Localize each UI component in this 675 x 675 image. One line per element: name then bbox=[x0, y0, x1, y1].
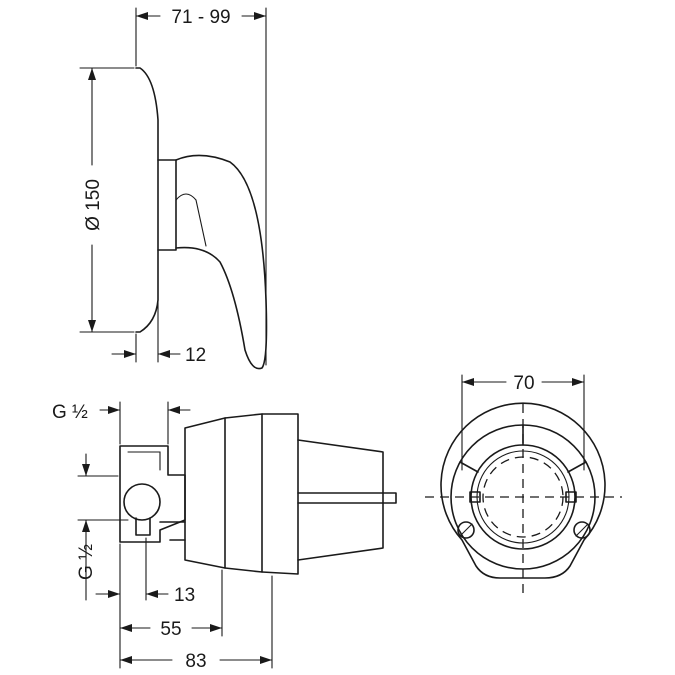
dim-inlet-top: G ½ bbox=[52, 402, 88, 423]
front-view: 70 bbox=[425, 373, 622, 596]
screw-hole-right bbox=[573, 521, 591, 539]
dim-arrow bbox=[88, 68, 96, 80]
side-view: 71 - 99 Ø 150 12 bbox=[79, 7, 268, 370]
dim-arrow bbox=[108, 590, 120, 598]
dim-arrow bbox=[254, 12, 266, 20]
screw-slot bbox=[575, 523, 589, 537]
dim-arrow bbox=[88, 320, 96, 332]
dim-arrow bbox=[462, 378, 474, 386]
body-detail bbox=[127, 451, 161, 471]
inlet-circle bbox=[123, 483, 161, 521]
spoke bbox=[567, 461, 587, 473]
dim-arrow bbox=[124, 350, 136, 358]
dim-arrow bbox=[210, 624, 222, 632]
ring-1 bbox=[184, 417, 226, 569]
dim-arrow bbox=[260, 656, 272, 664]
dim-diameter: Ø 150 bbox=[83, 179, 104, 231]
dim-arrow bbox=[82, 464, 90, 476]
plate-face bbox=[157, 159, 177, 251]
lever-handle bbox=[175, 154, 268, 370]
dim-plate-thickness: 12 bbox=[185, 345, 206, 366]
section-view: G ½ G ½ 13 55 83 bbox=[52, 401, 397, 672]
dim-arrow bbox=[572, 378, 584, 386]
spoke bbox=[459, 461, 479, 473]
rear-housing bbox=[297, 439, 384, 561]
ring-3 bbox=[261, 413, 299, 575]
dim-offset-55: 55 bbox=[160, 619, 181, 640]
lever-edge bbox=[175, 193, 207, 247]
dim-arrow bbox=[108, 406, 120, 414]
dim-depth-range: 71 - 99 bbox=[171, 7, 230, 28]
dim-arrow bbox=[168, 406, 180, 414]
screw-slot bbox=[459, 523, 473, 537]
valve-body bbox=[119, 445, 186, 543]
dim-inlet-side: G ½ bbox=[76, 544, 97, 580]
dim-overall-83: 83 bbox=[185, 651, 206, 672]
outer-housing bbox=[440, 402, 606, 579]
dim-width-70: 70 bbox=[513, 373, 534, 394]
dim-arrow bbox=[120, 624, 132, 632]
dim-arrow bbox=[82, 520, 90, 532]
ring-2 bbox=[224, 413, 263, 573]
screw-hole-left bbox=[457, 521, 475, 539]
inlet-stem bbox=[135, 517, 151, 536]
dim-offset-13: 13 bbox=[174, 585, 195, 606]
dim-arrow bbox=[136, 12, 148, 20]
spindle bbox=[297, 492, 397, 504]
wall-plate-profile bbox=[135, 67, 159, 333]
dim-arrow bbox=[120, 656, 132, 664]
dim-arrow bbox=[158, 350, 170, 358]
dim-arrow bbox=[146, 590, 158, 598]
